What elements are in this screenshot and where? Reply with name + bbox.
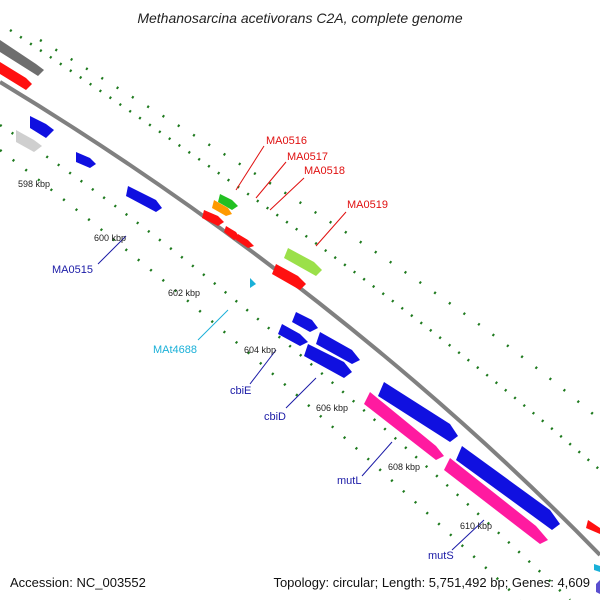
- leader-ma0518: [269, 177, 305, 211]
- gene-blue-cbid: [304, 344, 352, 378]
- gene-purple-right: [596, 580, 600, 594]
- track-guide-outer-1: [0, 123, 571, 601]
- kbp-tick-label: 598 kbp: [18, 179, 50, 189]
- kbp-tick-label: 608 kbp: [388, 462, 420, 472]
- track-guide-outer-2: [0, 149, 521, 601]
- gene-label-muts: mutS: [428, 550, 454, 562]
- leader-ma0516: [235, 145, 265, 191]
- gene-blue-ma0515: [126, 186, 162, 212]
- gene-label-ma0517: MA0517: [287, 151, 328, 163]
- gene-label-ma0519: MA0519: [347, 199, 388, 211]
- gene-magenta-muts: [444, 458, 548, 544]
- leader-muts: [451, 519, 485, 551]
- gene-blue-cbie: [278, 324, 308, 346]
- gene-blue-3: [292, 312, 318, 332]
- gene-lime-ma0519: [284, 248, 322, 276]
- gene-green-ma0516: [218, 194, 238, 210]
- gene-blue-1: [30, 116, 54, 138]
- gene-label-ma0518: MA0518: [304, 165, 345, 177]
- gene-label-ma0516: MA0516: [266, 135, 307, 147]
- gene-red-4: [272, 264, 306, 290]
- leader-ma0519: [315, 211, 347, 247]
- gene-red-right: [586, 520, 600, 534]
- gene-blue-muts: [456, 446, 560, 530]
- map-title: Methanosarcina acetivorans C2A, complete…: [137, 10, 463, 26]
- leader-ma0515: [97, 235, 127, 265]
- gene-red-2: [224, 226, 240, 240]
- leader-cbie: [249, 349, 277, 385]
- gene-lightgray-1: [16, 130, 42, 152]
- gene-gray-top: [0, 40, 44, 76]
- gene-cyan-mat4688: [250, 278, 256, 288]
- gene-label-cbid: cbiD: [264, 411, 286, 423]
- gene-red-3: [236, 234, 254, 248]
- gene-blue-2: [76, 152, 96, 168]
- gene-label-mutl: mutL: [337, 475, 361, 487]
- leader-cbid: [285, 377, 317, 409]
- gene-blue-4: [316, 332, 360, 364]
- gene-label-ma0515: MA0515: [52, 264, 93, 276]
- gene-blue-mutl: [378, 382, 458, 442]
- gene-red-top: [0, 62, 32, 90]
- genome-backbone: [0, 80, 600, 557]
- gene-magenta-mutl: [364, 392, 444, 460]
- kbp-tick-label: 610 kbp: [460, 521, 492, 531]
- gene-label-cbie: cbiE: [230, 385, 251, 397]
- kbp-tick-label: 606 kbp: [316, 403, 348, 413]
- gene-orange-ma0517: [212, 200, 232, 216]
- leader-mutl: [361, 441, 393, 477]
- kbp-tick-label: 602 kbp: [168, 288, 200, 298]
- leader-mat4688: [197, 309, 229, 341]
- kbp-tick-label: 604 kbp: [244, 345, 276, 355]
- kbp-tick-label: 600 kbp: [94, 233, 126, 243]
- accession-text: Accession: NC_003552: [10, 575, 146, 590]
- track-guide-inner-1: [9, 28, 600, 471]
- gene-red-ma0518: [202, 210, 224, 226]
- topology-text: Topology: circular; Length: 5,751,492 bp…: [273, 575, 590, 590]
- gene-cyan-right: [594, 564, 600, 572]
- leader-ma0517: [255, 161, 287, 199]
- gene-label-mat4688: MAt4688: [153, 344, 197, 356]
